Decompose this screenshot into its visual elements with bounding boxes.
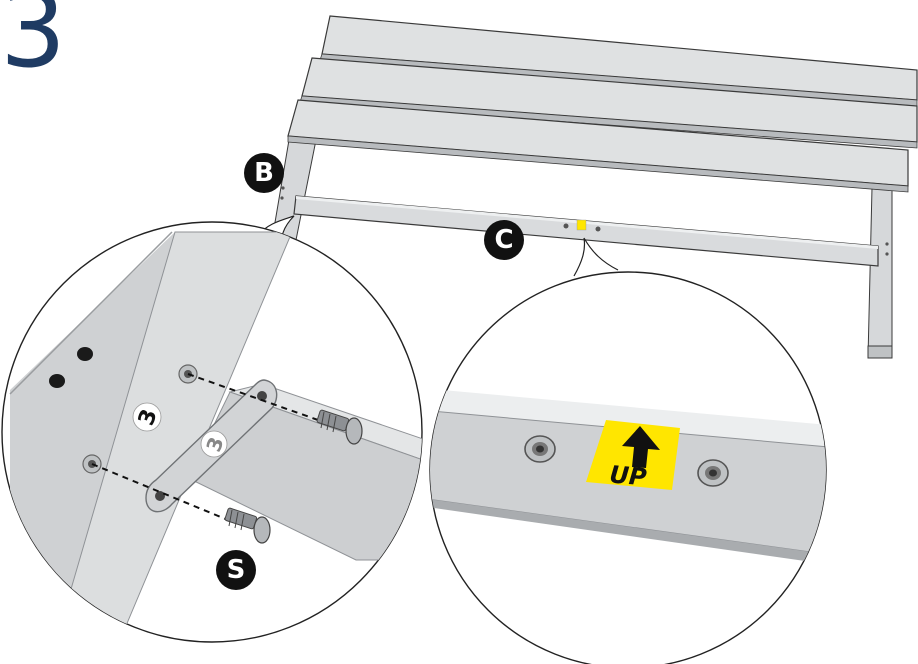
crossbar [293,195,879,267]
socket-right [697,459,729,487]
callout-c: C [484,220,524,260]
detail-right: UP [429,237,827,664]
detail-right-pointer [573,237,619,277]
step-number: 3 [0,0,67,91]
right-leg [867,187,893,359]
crossbar-sticker [576,219,587,231]
leg-part-stamp [132,402,162,432]
crossbar-hole-left [563,223,569,229]
flange-hole-bottom [155,491,165,501]
crossbar-closeup-top [430,388,826,448]
crossbar-part-stamp [200,430,228,458]
up-sticker-text: UP [608,460,648,491]
leg-hole-2 [280,196,284,200]
flange-hole-top [257,391,267,401]
align-line-bottom [91,463,229,521]
socket-left [524,435,556,463]
slat-3-edge [287,135,909,193]
leg-hole-1 [281,186,285,190]
leg-tube-edge [9,231,173,395]
crossbar-top [296,196,878,249]
crossbar-hole-right [595,226,601,232]
crossbar-end-side [187,391,422,561]
screw-top [316,409,363,445]
leg-hole-3 [885,242,889,246]
arrow-up-icon [622,426,660,468]
callout-s: S [216,550,256,590]
callout-b: B [244,153,284,193]
screw-bottom [224,507,271,544]
right-leg-foot [867,345,893,359]
leg-hole-4 [885,252,889,256]
leg-hole-b [77,347,93,361]
detail-left: 3 3 [1,215,423,643]
crossbar-closeup-bottom [430,498,826,566]
up-sticker [586,420,680,490]
bench-overview [271,15,918,359]
align-line-top [187,373,319,421]
leg-hole-a [49,374,65,388]
